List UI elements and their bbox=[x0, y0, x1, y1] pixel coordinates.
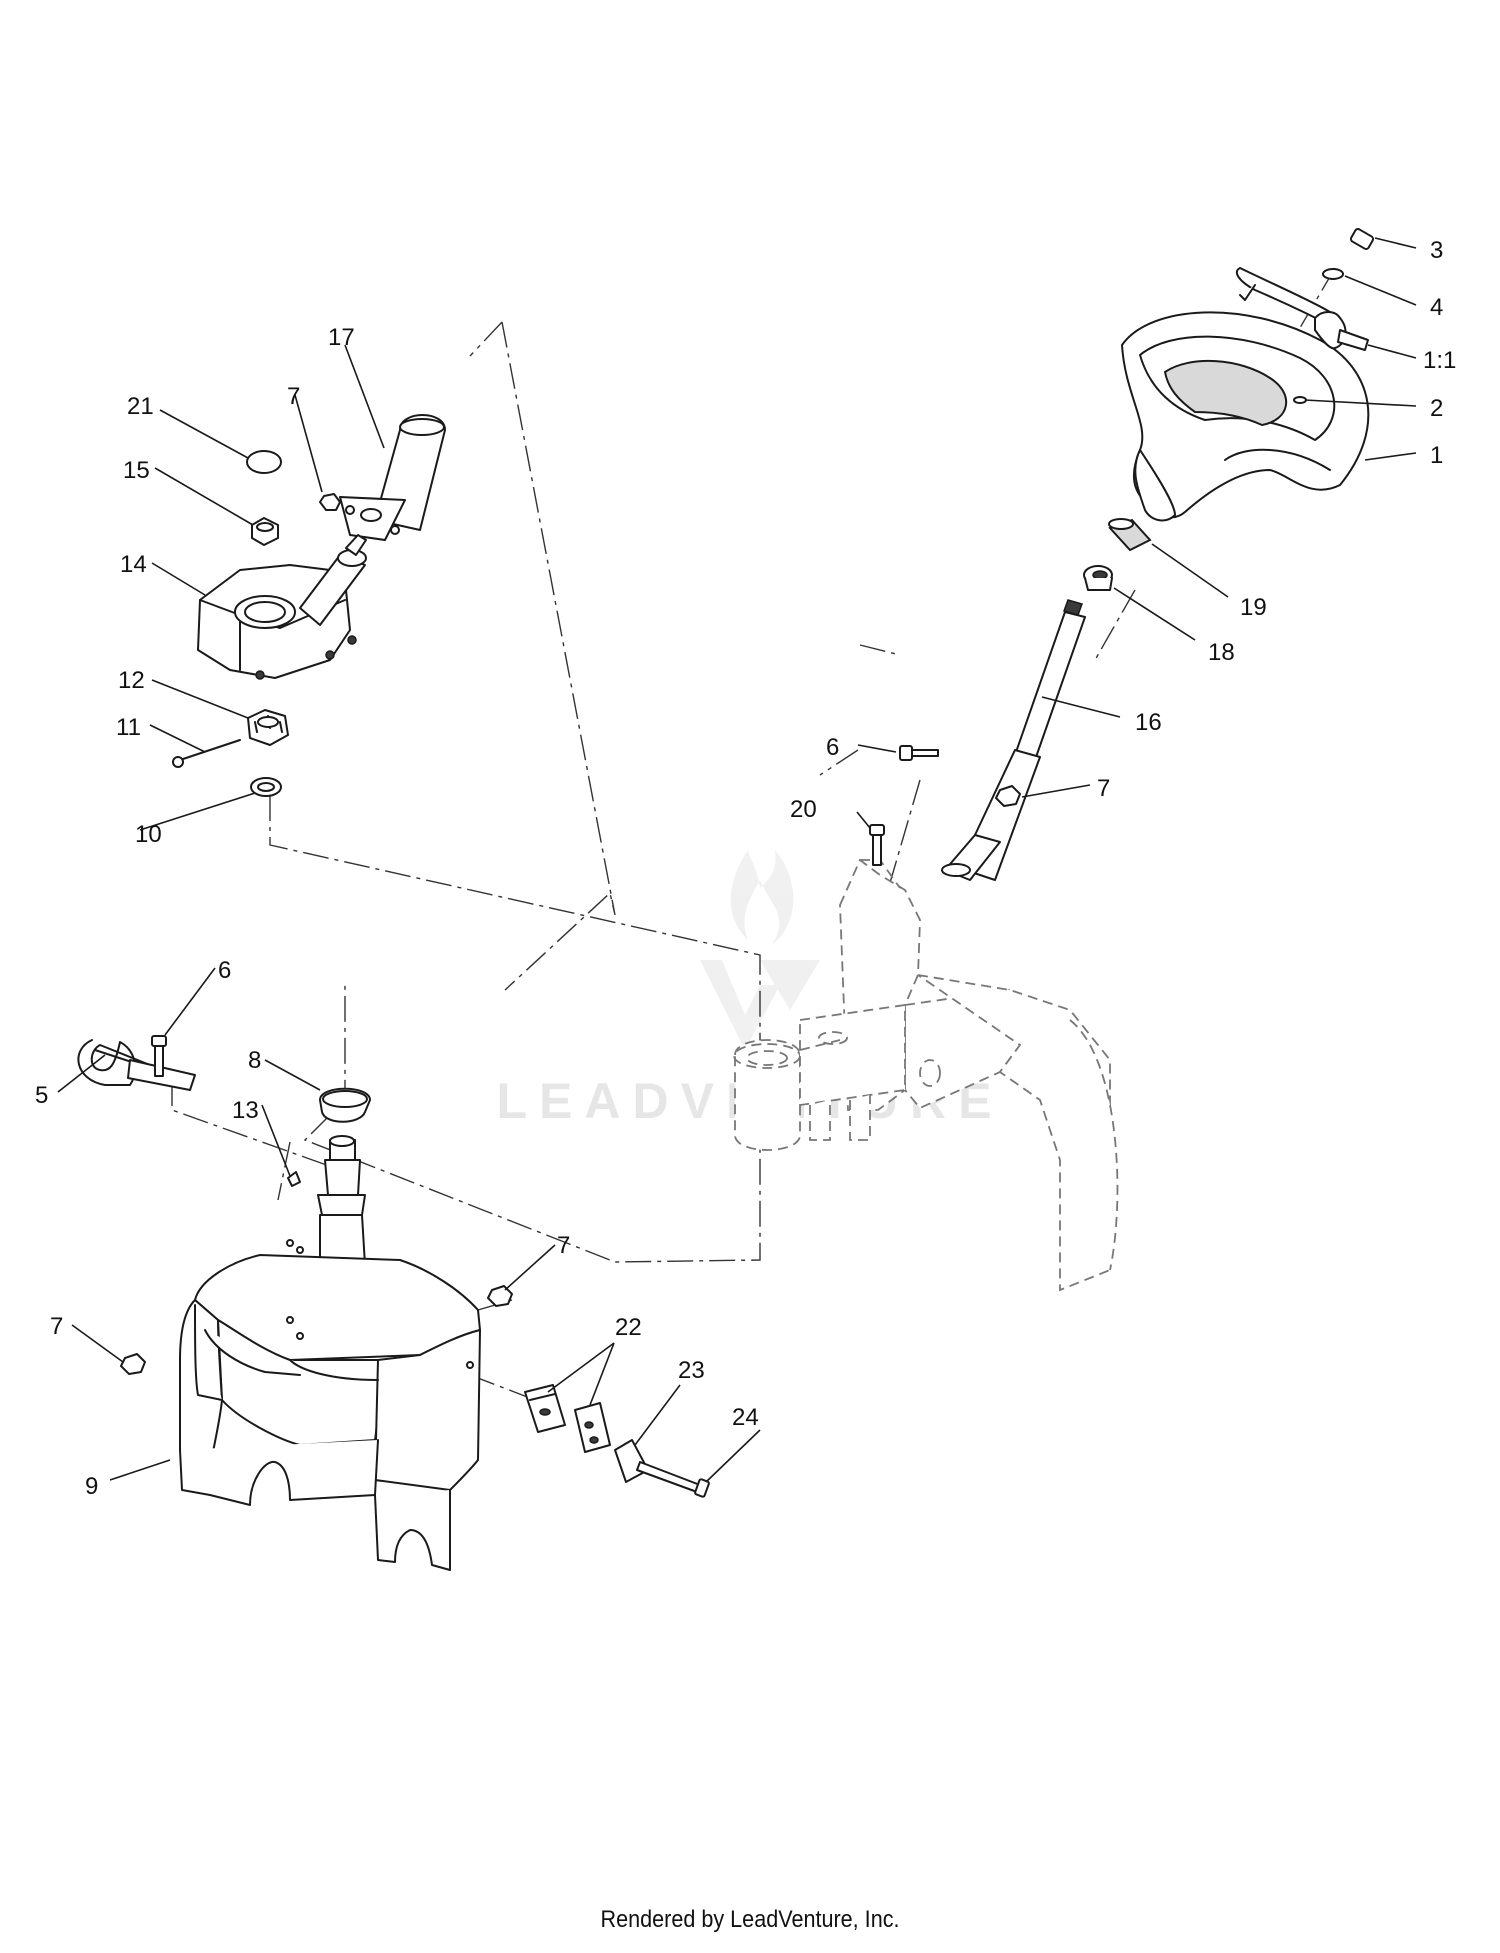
callout-24: 24 bbox=[732, 1404, 759, 1431]
washer-part-4 bbox=[1322, 268, 1344, 280]
castle-nut-part-12 bbox=[247, 709, 289, 746]
callout-11: 11 bbox=[116, 714, 141, 741]
nut-part-15 bbox=[251, 517, 279, 546]
cap-part-21 bbox=[246, 450, 282, 474]
bolt-part-24 bbox=[636, 1461, 710, 1498]
callout-17: 17 bbox=[328, 324, 355, 351]
steering-shaft-part-16 bbox=[941, 599, 1086, 881]
seal-part-8 bbox=[319, 1087, 371, 1123]
callout-7-upper: 7 bbox=[1097, 775, 1110, 802]
bracket-part-22-upper bbox=[524, 1384, 566, 1433]
nut-part-7-left bbox=[319, 493, 341, 511]
flame-logo-icon bbox=[700, 850, 820, 1050]
key-part-13 bbox=[287, 1171, 301, 1187]
bolt-part-20 bbox=[869, 824, 885, 866]
callout-5: 5 bbox=[35, 1082, 48, 1109]
callout-15: 15 bbox=[123, 457, 150, 484]
lever-part-1-1 bbox=[1235, 267, 1369, 351]
callout-14: 14 bbox=[120, 551, 147, 578]
callout-2: 2 bbox=[1430, 395, 1443, 422]
callout-6-upper: 6 bbox=[826, 734, 839, 761]
steering-wheel-part-1 bbox=[1121, 311, 1370, 522]
callout-3: 3 bbox=[1430, 237, 1443, 264]
nut-part-7-left-lower bbox=[120, 1353, 146, 1375]
rendered-by-footer: Rendered by LeadVenture, Inc. bbox=[600, 1906, 900, 1933]
bolt-part-6-upper bbox=[899, 745, 939, 761]
cotter-pin-part-11 bbox=[172, 739, 241, 768]
callout-18: 18 bbox=[1208, 639, 1235, 666]
steering-gearbox-part-14 bbox=[197, 534, 367, 680]
callout-13: 13 bbox=[232, 1097, 259, 1124]
callout-23: 23 bbox=[678, 1357, 705, 1384]
callout-16: 16 bbox=[1135, 709, 1162, 736]
column-tube-part-17 bbox=[339, 414, 446, 541]
bearing-part-18 bbox=[1083, 565, 1113, 591]
front-fork-part-9 bbox=[179, 1239, 481, 1571]
callout-7-left-lower: 7 bbox=[50, 1313, 63, 1340]
nut-part-3 bbox=[1349, 228, 1375, 250]
nut-part-7-right-lower bbox=[487, 1285, 513, 1307]
washer-part-10 bbox=[250, 777, 282, 797]
callout-1: 1 bbox=[1430, 442, 1443, 469]
callout-9: 9 bbox=[85, 1473, 98, 1500]
bushing-part-19 bbox=[1108, 518, 1152, 552]
plate-part-23 bbox=[614, 1439, 649, 1483]
nut-part-7-upper bbox=[995, 785, 1021, 807]
callout-7-right-lower: 7 bbox=[557, 1232, 570, 1259]
callout-12: 12 bbox=[118, 667, 145, 694]
callout-22: 22 bbox=[615, 1314, 642, 1341]
callout-8: 8 bbox=[248, 1047, 261, 1074]
callout-leader-lines bbox=[57, 237, 1417, 1483]
callout-7-left: 7 bbox=[287, 383, 300, 410]
ghost-steering-support-frame bbox=[733, 858, 1119, 1292]
bracket-part-22-lower bbox=[574, 1402, 611, 1453]
callout-labels: 3 4 1:1 2 1 19 18 16 6 7 20 17 7 21 15 1… bbox=[35, 237, 1456, 1500]
callout-19: 19 bbox=[1240, 594, 1267, 621]
callout-4: 4 bbox=[1430, 294, 1443, 321]
callout-10: 10 bbox=[135, 821, 162, 848]
lynch-pin-part-5 bbox=[77, 1039, 196, 1091]
callout-21: 21 bbox=[127, 393, 154, 420]
callout-1-1: 1:1 bbox=[1423, 347, 1456, 374]
bolt-part-6-lower bbox=[151, 1035, 167, 1077]
callout-6-lower: 6 bbox=[218, 957, 231, 984]
clip-part-2 bbox=[1293, 396, 1307, 404]
callout-20: 20 bbox=[790, 796, 817, 823]
